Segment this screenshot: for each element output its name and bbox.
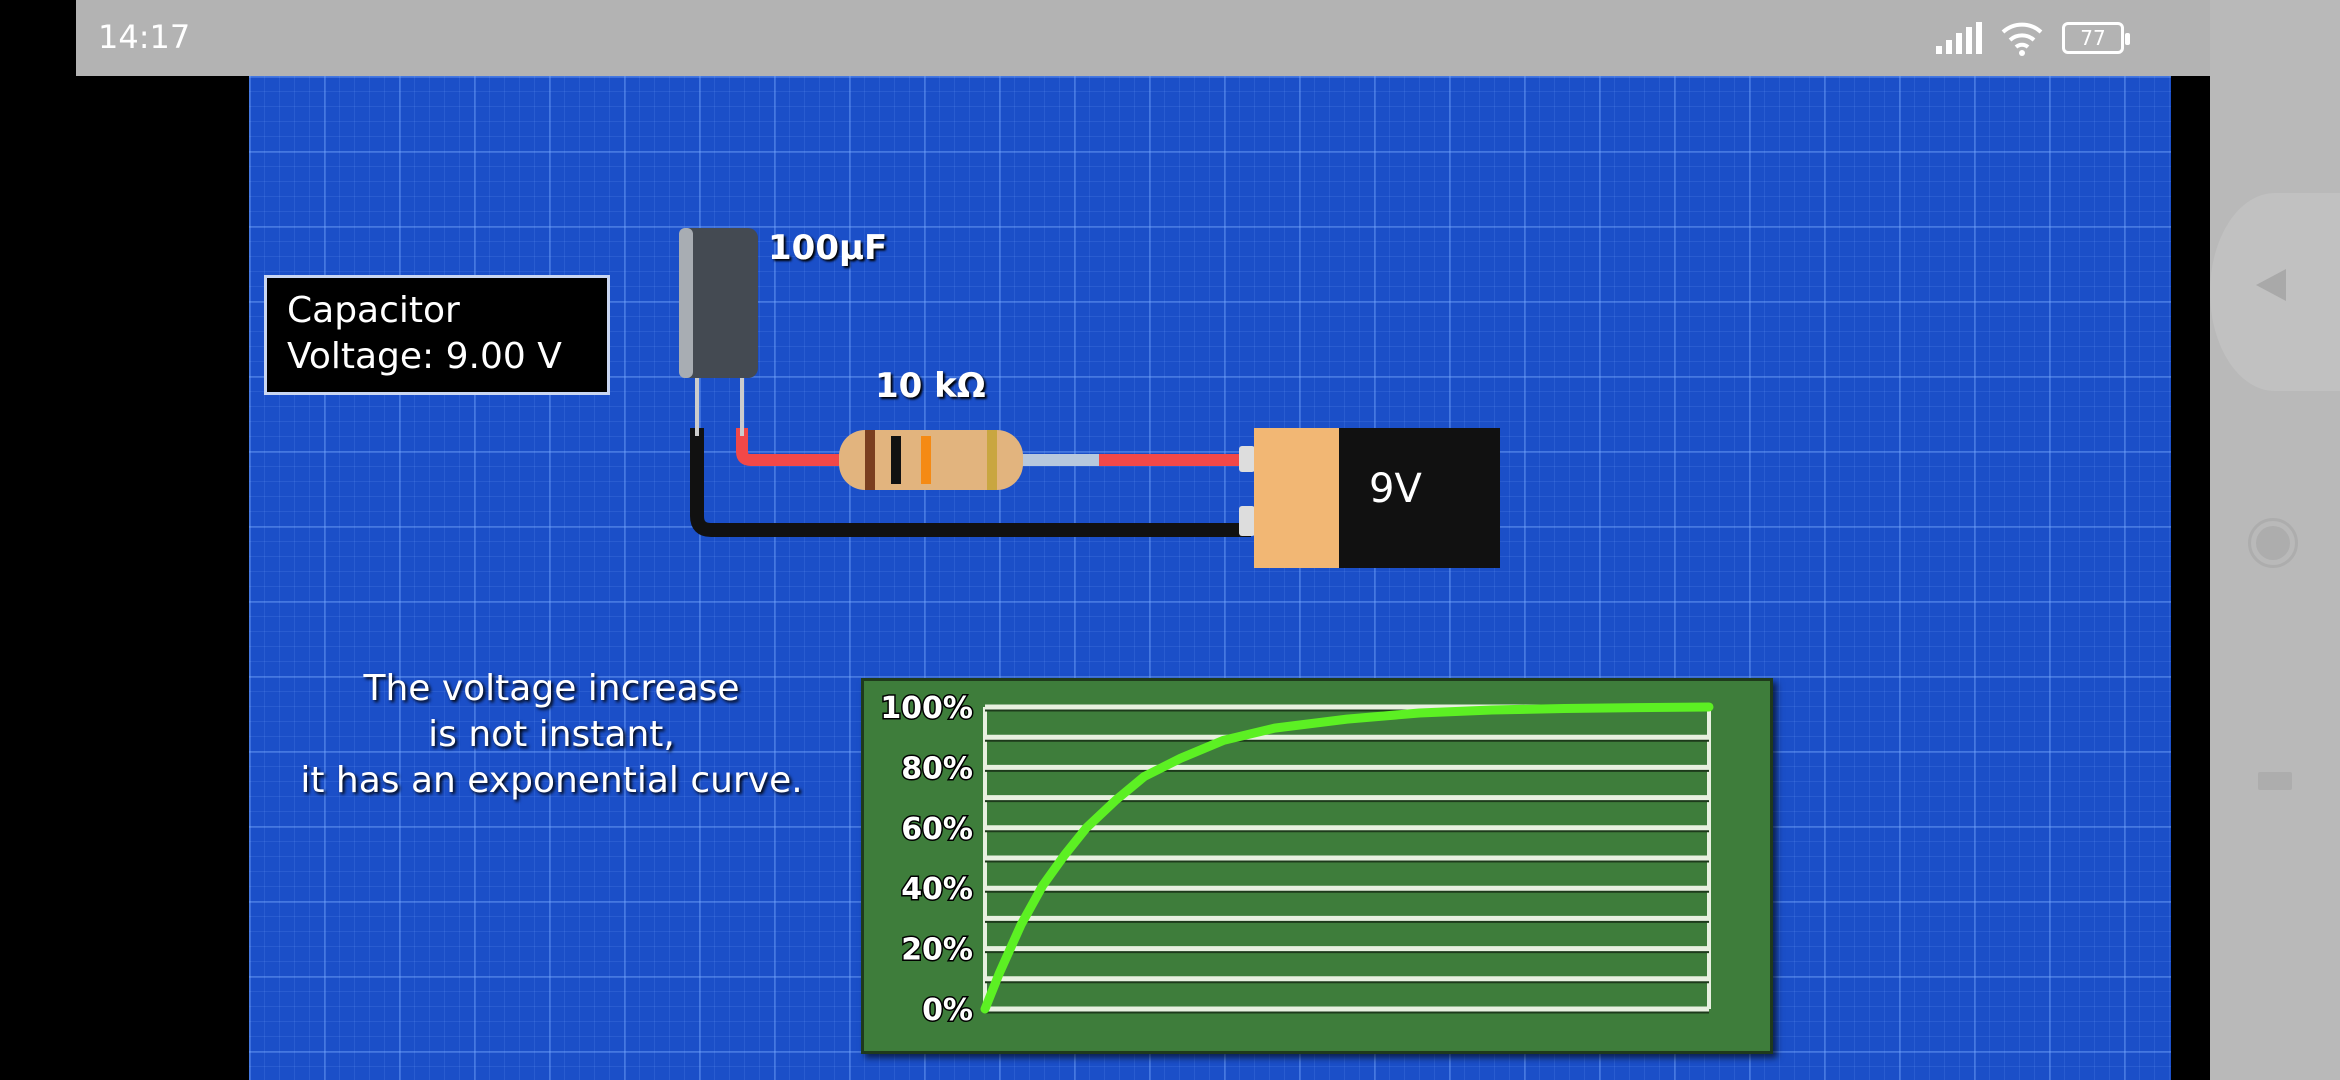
y-tick-label: 60%	[901, 812, 973, 847]
clock: 14:17	[98, 18, 191, 56]
battery-label: 9V	[1369, 466, 1422, 512]
chart-plot: 0% 20% 40% 60% 80% 100%	[879, 690, 1714, 1030]
capacitor	[679, 228, 758, 436]
y-tick-label: 0%	[922, 993, 973, 1028]
y-tick-label: 80%	[901, 751, 973, 786]
back-icon	[2256, 269, 2286, 301]
voltage-readout-title: Capacitor	[287, 290, 460, 331]
resistor-label: 10 kΩ	[875, 366, 986, 406]
voltage-chart: 0% 20% 40% 60% 80% 100%	[861, 678, 1773, 1054]
video-player[interactable]: Capacitor Voltage: 9.00 V 100µF 10 kΩ 9V…	[249, 76, 2171, 1080]
resistor	[839, 430, 1023, 490]
voltage-readout-value: Voltage: 9.00 V	[287, 336, 562, 377]
caption-line: is not instant,	[428, 714, 675, 755]
home-button[interactable]	[2248, 518, 2298, 568]
black-wire	[690, 428, 1251, 537]
battery-9v	[1239, 428, 1500, 568]
battery-level: 77	[2080, 26, 2106, 50]
capacitor-label: 100µF	[768, 228, 888, 268]
voltage-curve	[980, 702, 1714, 1014]
y-tick-label: 40%	[901, 872, 973, 907]
caption-line: The voltage increase	[363, 668, 740, 709]
y-tick-label: 20%	[901, 933, 973, 968]
caption: The voltage increase is not instant, it …	[249, 666, 854, 804]
recents-button[interactable]	[2258, 772, 2292, 790]
voltage-readout: Capacitor Voltage: 9.00 V	[264, 275, 610, 395]
navigation-bar	[2210, 0, 2340, 1080]
circuit-diagram	[679, 228, 1500, 568]
battery-icon: 77	[2062, 22, 2130, 54]
back-button[interactable]	[2210, 193, 2340, 391]
caption-line: it has an exponential curve.	[300, 760, 803, 801]
wifi-icon	[2001, 22, 2043, 56]
status-bar: 14:17 77	[76, 0, 2210, 76]
signal-icon	[1936, 22, 1982, 54]
y-tick-label: 100%	[880, 691, 973, 726]
